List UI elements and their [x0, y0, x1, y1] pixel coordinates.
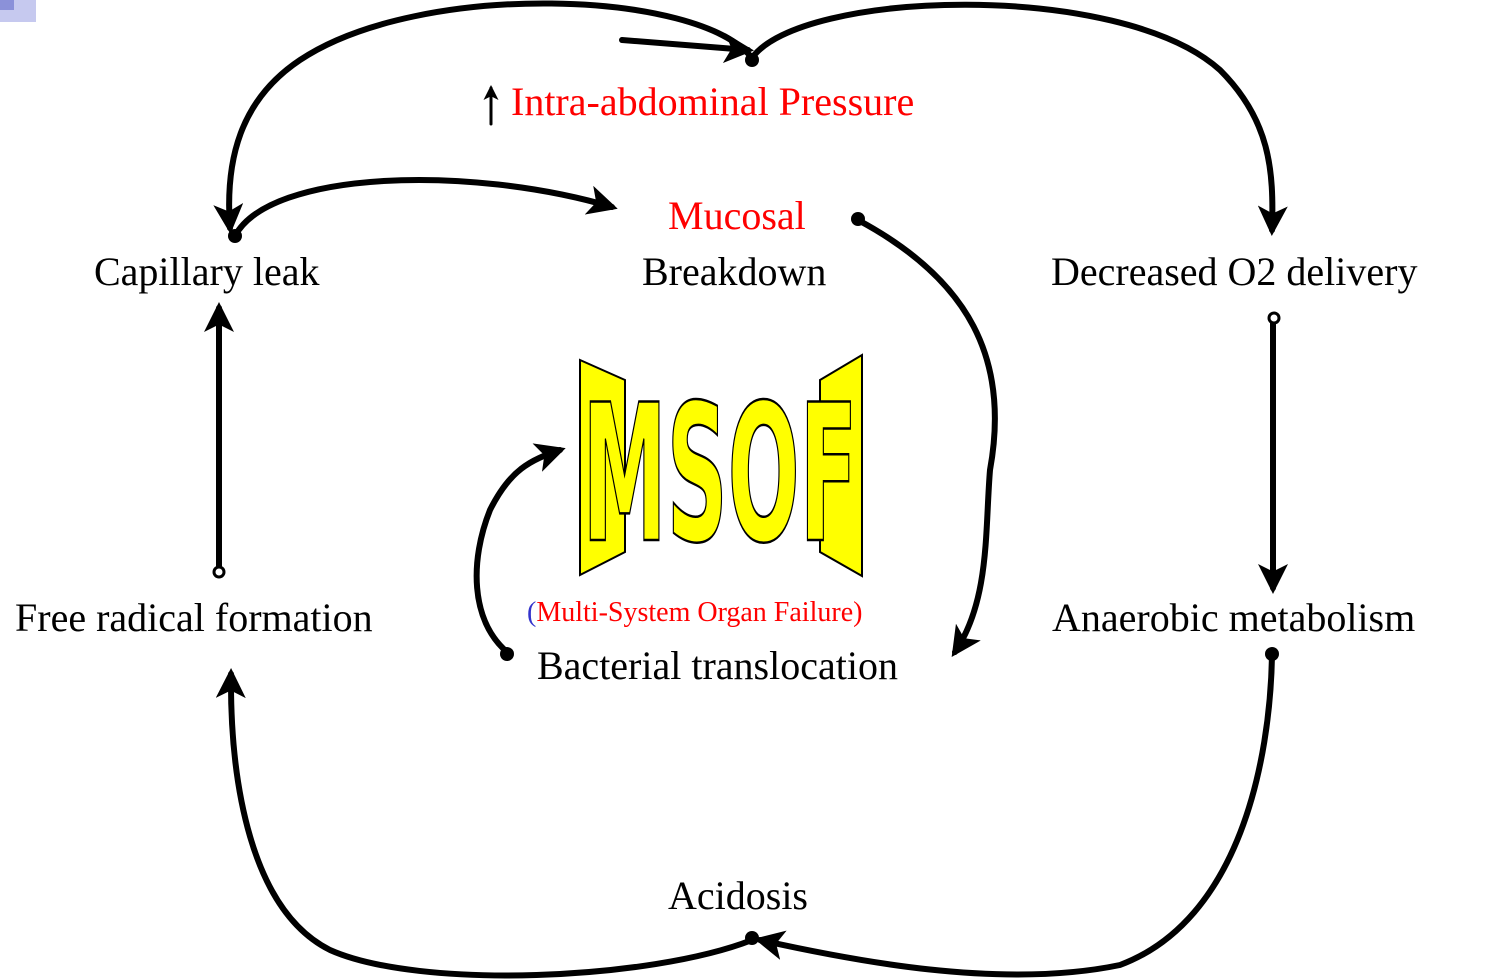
- dot-acidosis: [745, 931, 759, 945]
- dot-freeradical: [212, 565, 226, 579]
- arrow-anaerobic-to-acidosis: [754, 653, 1275, 978]
- subtitle-close-paren: ): [853, 597, 863, 628]
- subtitle-text: Multi-System Organ Failure: [536, 597, 854, 628]
- node-breakdown: Breakdown: [642, 249, 827, 294]
- subtitle-open-paren: (: [527, 597, 537, 628]
- dot-anaerobic: [1265, 647, 1279, 661]
- node-capillary-leak: Capillary leak: [94, 249, 320, 294]
- arrow-capillary-to-pressure-top: [619, 33, 754, 64]
- node-bacterial-translocation: Bacterial translocation: [537, 643, 898, 688]
- node-intra-abdominal-pressure: Intra-abdominal Pressure: [511, 79, 915, 124]
- dot-bacterial: [500, 647, 514, 661]
- node-decreased-o2-delivery: Decreased O2 delivery: [1051, 249, 1418, 294]
- node-free-radical-formation: Free radical formation: [15, 595, 373, 640]
- slide-corner-mark: [0, 0, 36, 22]
- dot-top-center: [745, 53, 759, 67]
- arrow-pressure-to-capillary: [213, 0, 755, 234]
- node-acidosis: Acidosis: [668, 873, 808, 918]
- dot-mucosal: [851, 212, 865, 226]
- dot-capillary: [228, 229, 242, 243]
- msof-logo: MSOF: [579, 353, 863, 586]
- msof-subtitle: (Multi-System Organ Failure): [527, 599, 862, 627]
- dot-o2: [1267, 311, 1281, 325]
- node-mucosal: Mucosal: [668, 193, 806, 238]
- arrow-capillary-to-mucosal: [232, 177, 618, 239]
- node-anaerobic-metabolism: Anaerobic metabolism: [1052, 595, 1416, 640]
- arrow-bacterial-to-msof: [473, 443, 566, 655]
- msof-title: MSOF: [583, 364, 858, 585]
- arrow-mucosal-to-bacterial: [855, 217, 998, 657]
- arrow-pressure-to-o2: [749, 1, 1288, 236]
- arrow-acidosis-to-freeradical: [215, 668, 755, 979]
